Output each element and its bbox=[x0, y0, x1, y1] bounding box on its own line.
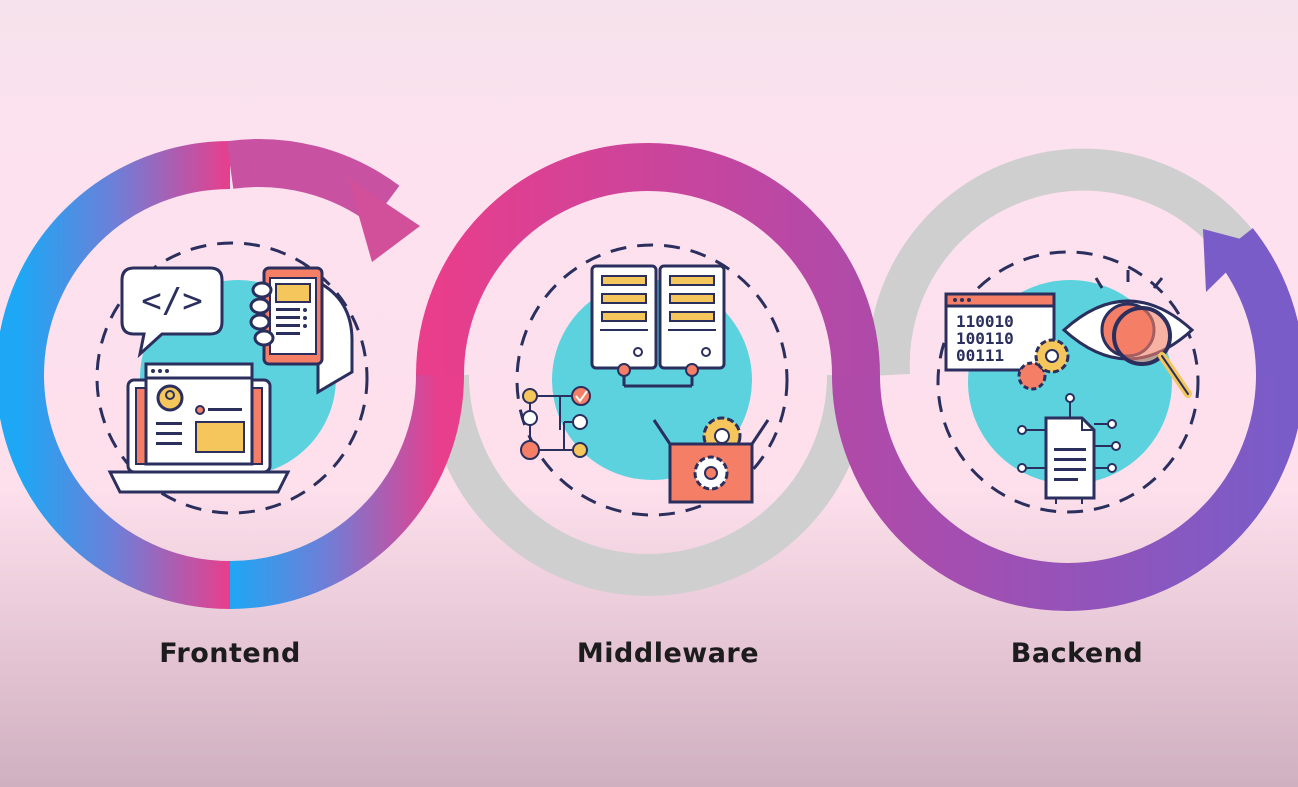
gradient-ribbon bbox=[0, 139, 1298, 611]
middleware-illustration bbox=[515, 243, 789, 517]
code-bubble-text: </> bbox=[141, 281, 202, 321]
frontend-illustration: </> bbox=[95, 241, 369, 515]
phone-icon bbox=[249, 266, 354, 395]
code-bubble-icon: </> bbox=[120, 266, 224, 359]
gray-track bbox=[427, 148, 1265, 596]
document-circuit-icon bbox=[1017, 393, 1121, 504]
flowchart-icon bbox=[520, 386, 591, 460]
backend-illustration: 110010 100110 00111 bbox=[936, 250, 1200, 514]
arrowhead-right bbox=[1203, 229, 1256, 292]
gear-box-icon bbox=[652, 416, 770, 504]
gear-icon bbox=[1017, 338, 1070, 391]
server-icon bbox=[590, 264, 726, 388]
middleware-label: Middleware bbox=[576, 638, 760, 669]
binary-line-2: 100110 bbox=[956, 329, 1014, 348]
binary-line-1: 110010 bbox=[956, 312, 1014, 331]
laptop-icon bbox=[107, 362, 291, 494]
dashed-ring bbox=[515, 243, 789, 517]
eye-magnifier-icon bbox=[1061, 270, 1195, 398]
frontend-label: Frontend bbox=[159, 638, 301, 669]
binary-line-3: 00111 bbox=[956, 346, 1004, 365]
dashed-ring bbox=[95, 241, 369, 515]
arrowhead-left bbox=[348, 178, 420, 262]
dashed-ring bbox=[936, 250, 1200, 514]
backend-label: Backend bbox=[1010, 638, 1144, 669]
